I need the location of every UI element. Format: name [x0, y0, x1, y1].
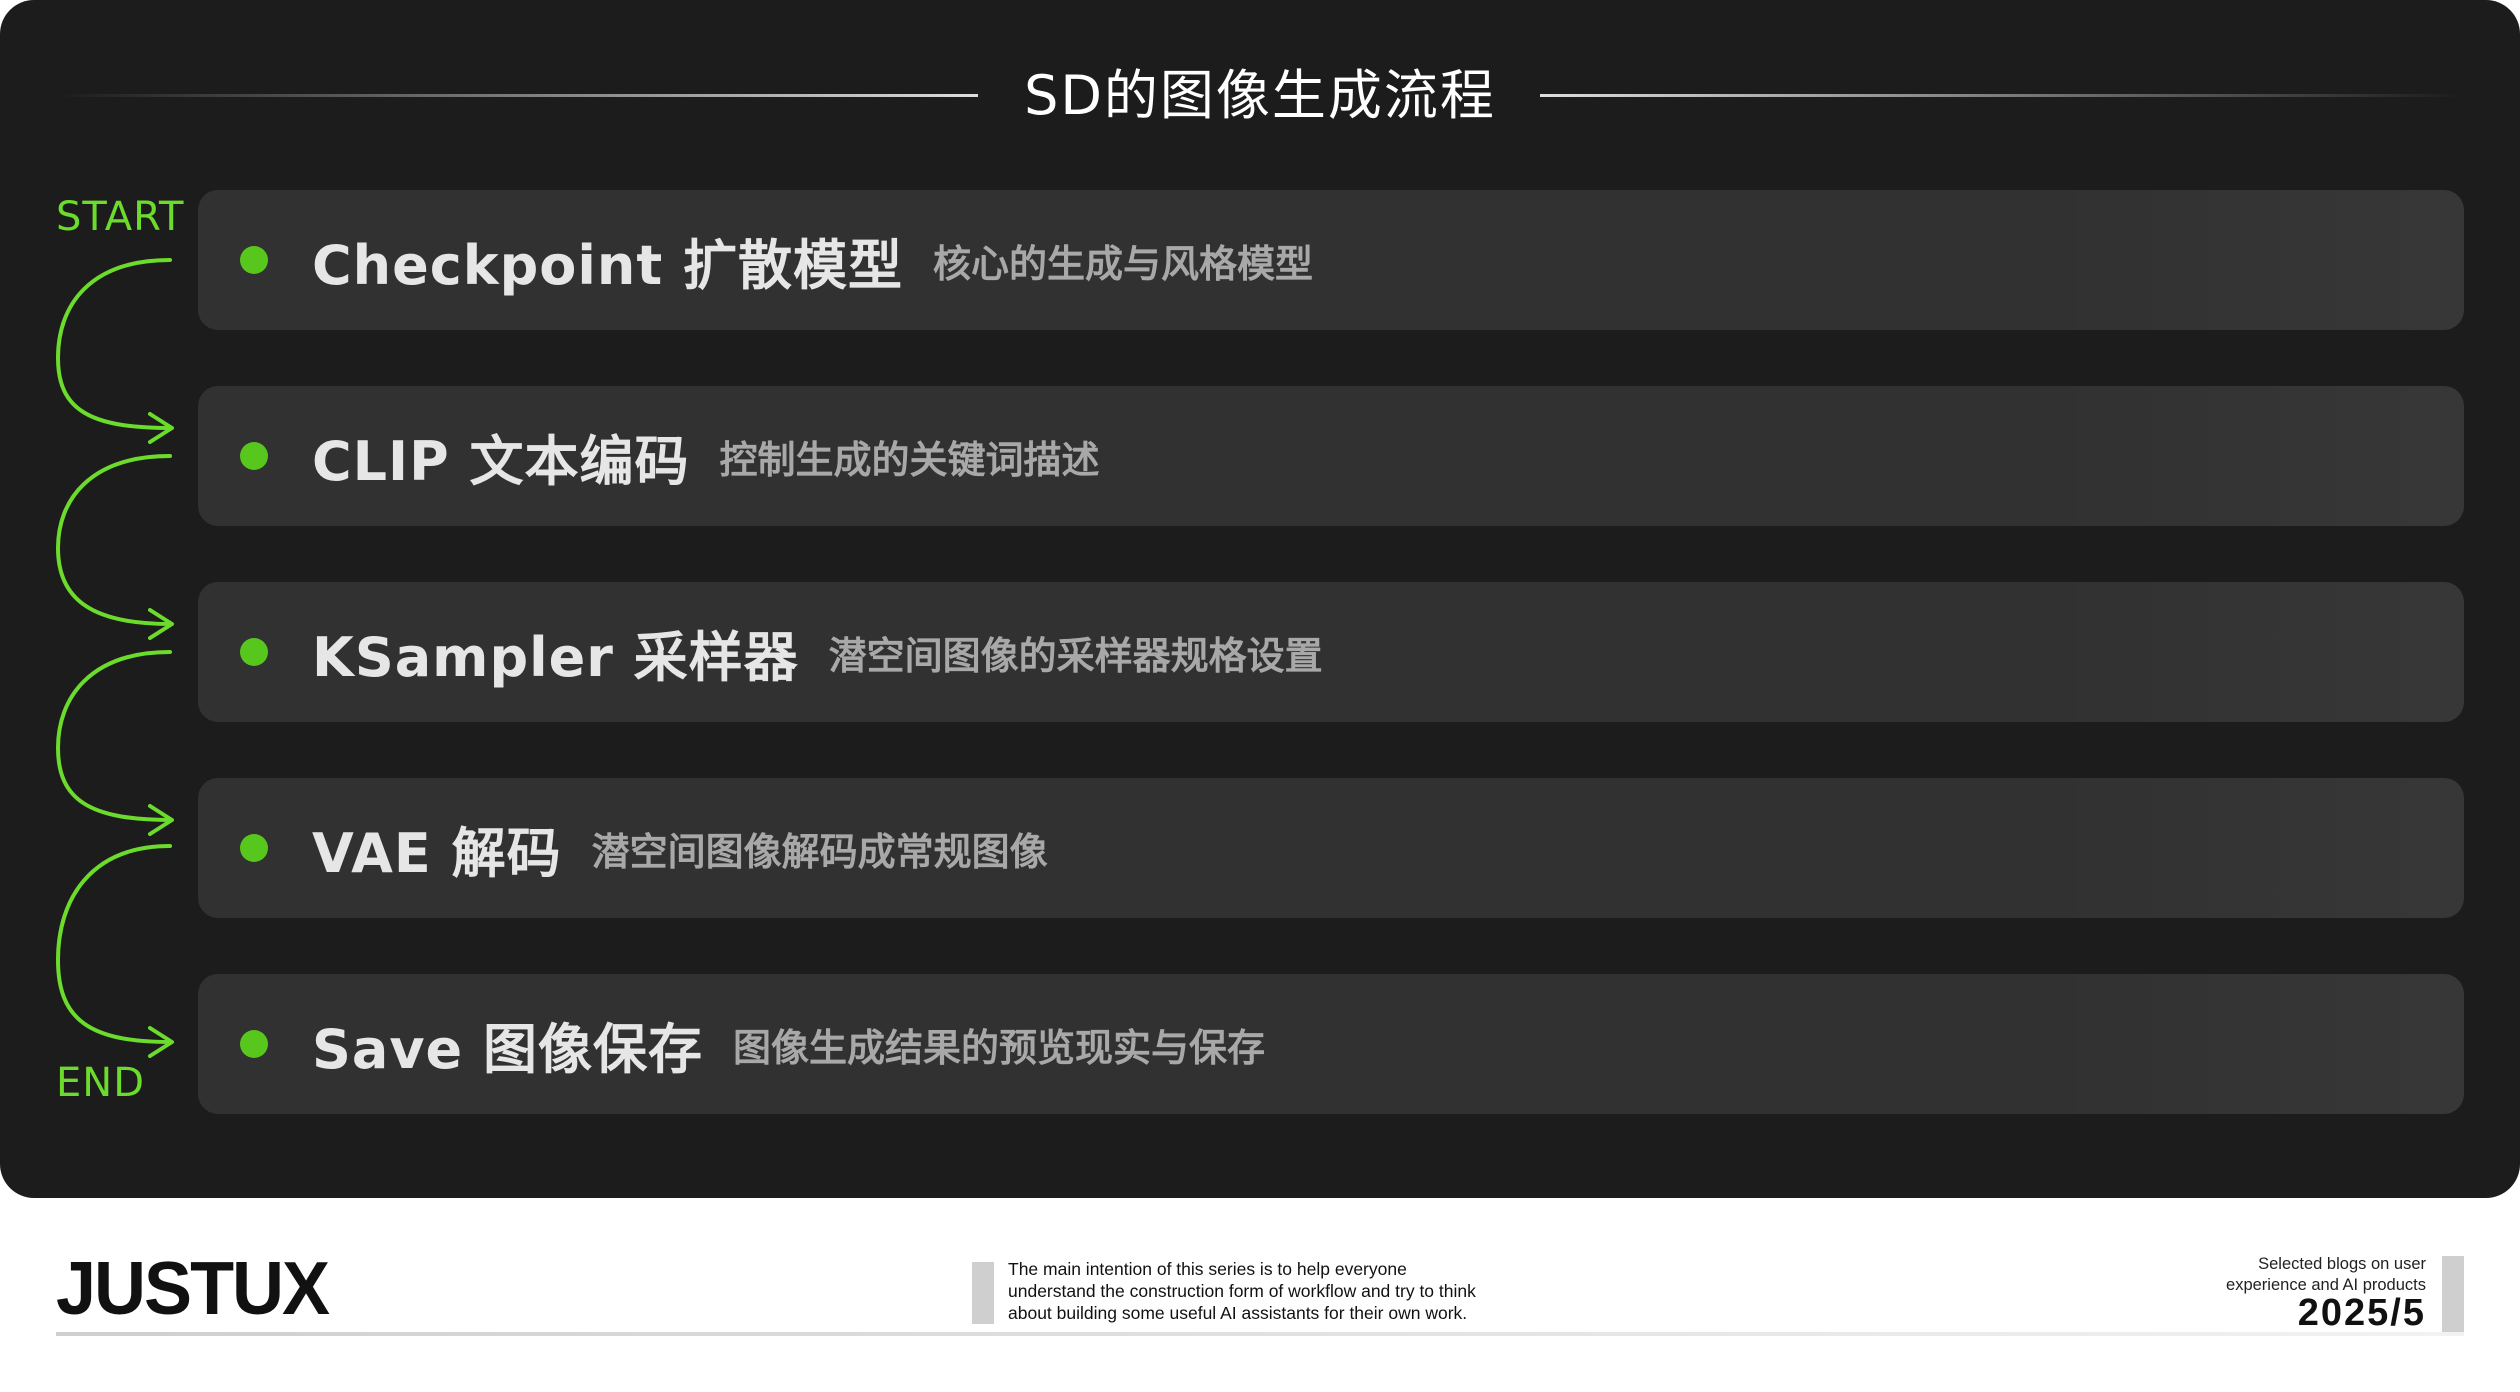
step-card-clip: CLIP 文本编码 控制生成的关键词描述	[198, 386, 2464, 526]
intro-accent-bar	[972, 1262, 994, 1324]
step-description: 潜空间图像的采样器规格设置	[828, 633, 1323, 678]
issue-date: 2025/5	[2297, 1292, 2426, 1334]
brand-logo: JUSTUX	[56, 1247, 330, 1331]
flow-arrows	[56, 258, 174, 1058]
note-line: Selected blogs on user	[2258, 1255, 2426, 1273]
series-intro: The main intention of this series is to …	[1008, 1258, 1568, 1324]
step-card-vae: VAE 解码 潜空间图像解码成常规图像	[198, 778, 2464, 918]
step-description: 控制生成的关键词描述	[719, 437, 1100, 482]
bullet-dot	[240, 442, 268, 470]
step-description: 图像生成结果的预览现实与保存	[732, 1025, 1265, 1070]
blog-note: Selected blogs on user experience and AI…	[2126, 1254, 2426, 1296]
step-card-ksampler: KSampler 采样器 潜空间图像的采样器规格设置	[198, 582, 2464, 722]
step-description: 核心的生成与风格模型	[932, 241, 1313, 286]
step-title: CLIP 文本编码	[312, 429, 690, 493]
bullet-dot	[240, 638, 268, 666]
start-label: START	[56, 194, 185, 240]
step-title: VAE 解码	[312, 821, 562, 885]
flow-arrow-1	[56, 258, 174, 444]
step-title: Checkpoint 扩散模型	[312, 233, 903, 297]
step-description: 潜空间图像解码成常规图像	[591, 829, 1048, 874]
diagram-title: SD的图像生成流程	[1024, 64, 1496, 127]
footer-divider	[56, 1332, 2464, 1336]
date-accent-bar	[2442, 1256, 2464, 1336]
intro-line: The main intention of this series is to …	[1008, 1259, 1407, 1279]
flow-arrow-2	[56, 454, 174, 640]
bullet-dot	[240, 246, 268, 274]
flow-arrow-3	[56, 650, 174, 836]
bullet-dot	[240, 834, 268, 862]
intro-line: about building some useful AI assistants…	[1008, 1303, 1468, 1323]
intro-line: understand the construction form of work…	[1008, 1281, 1476, 1301]
title-divider-right	[1540, 94, 2464, 97]
step-card-checkpoint: Checkpoint 扩散模型 核心的生成与风格模型	[198, 190, 2464, 330]
title-divider-left	[56, 94, 978, 97]
workflow-panel: SD的图像生成流程 START END Checkpoint 扩散模	[0, 0, 2520, 1198]
step-title: Save 图像保存	[312, 1017, 703, 1081]
flow-arrow-4	[56, 844, 174, 1058]
note-line: experience and AI products	[2226, 1276, 2426, 1294]
end-label: END	[56, 1060, 145, 1106]
step-card-save: Save 图像保存 图像生成结果的预览现实与保存	[198, 974, 2464, 1114]
bullet-dot	[240, 1030, 268, 1058]
step-title: KSampler 采样器	[312, 625, 799, 689]
